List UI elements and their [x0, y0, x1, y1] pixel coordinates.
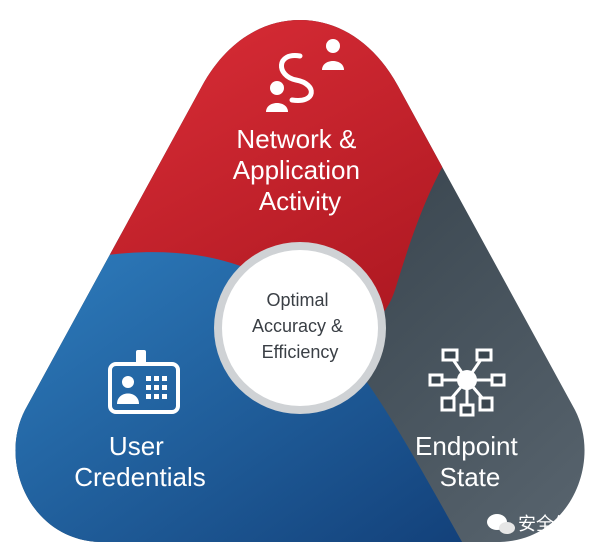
user-credentials-label: User Credentials [74, 431, 206, 492]
watermark-text: 安全牛 [518, 514, 572, 535]
center-label: Optimal Accuracy & Efficiency [252, 290, 348, 362]
id-badge-icon [108, 350, 180, 414]
network-activity-label: Network & Application Activity [233, 124, 367, 216]
endpoint-hub-icon [428, 348, 506, 417]
user-credentials-segment [15, 234, 470, 542]
endpoint-state-label: Endpoint State [415, 431, 525, 492]
wechat-icon [487, 514, 515, 534]
network-users-icon [266, 39, 344, 112]
